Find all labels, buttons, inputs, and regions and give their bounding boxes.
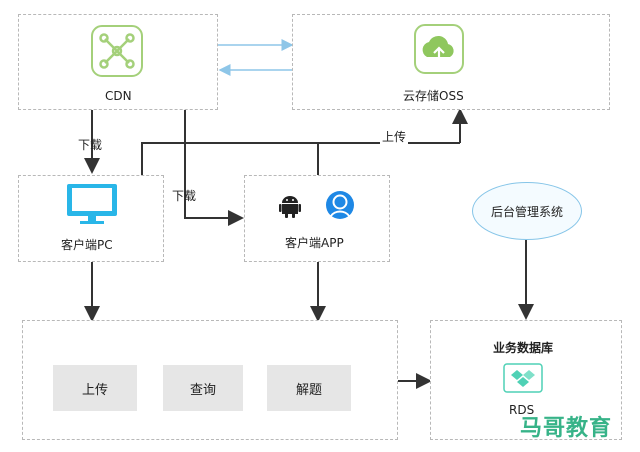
network-hub-icon — [91, 25, 143, 77]
cdn-box: CDN — [18, 14, 218, 110]
edge-label-download: 下载 — [78, 138, 103, 152]
edge-label-download: 下载 — [172, 189, 197, 203]
rds-label: RDS — [509, 403, 535, 417]
database-title: 业务数据库 — [493, 341, 554, 355]
client-app-box: 客户端APP — [244, 175, 390, 262]
pc-upload-line — [141, 142, 460, 175]
client-pc-label: 客户端PC — [61, 238, 113, 252]
query-action: 查询 — [163, 365, 243, 411]
admin-system-label: 后台管理系统 — [490, 204, 563, 219]
oss-box: 云存储OSS — [292, 14, 610, 110]
database-icon — [503, 363, 543, 393]
monitor-icon — [67, 184, 117, 224]
watermark-logo: 马哥教育 — [520, 416, 613, 441]
database-box: 业务数据库 RDS — [430, 320, 622, 440]
upload-action: 上传 — [53, 365, 137, 411]
oss-label: 云存储OSS — [403, 89, 464, 103]
client-app-label: 客户端APP — [285, 236, 344, 250]
solve-action: 解题 — [267, 365, 351, 411]
cloud-upload-icon — [414, 24, 464, 74]
android-icon — [279, 196, 301, 218]
user-icon — [326, 191, 354, 219]
cdn-label: CDN — [105, 89, 132, 103]
actions-box: 上传 查询 解题 — [22, 320, 398, 440]
admin-system-node: 后台管理系统 — [472, 182, 582, 240]
client-pc-box: 客户端PC — [18, 175, 164, 262]
edge-label-upload: 上传 — [380, 128, 409, 145]
cdn-to-app-arrow — [184, 110, 244, 226]
